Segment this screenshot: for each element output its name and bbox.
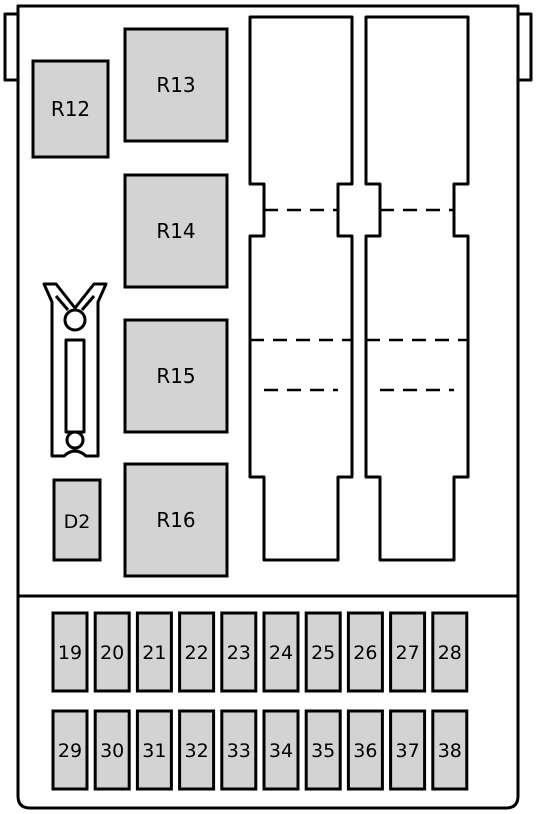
- fuse-label: 21: [142, 642, 166, 664]
- relay-body: [123, 462, 229, 578]
- fuse-label: 29: [58, 740, 82, 762]
- fuse-38[interactable]: 38: [431, 709, 469, 791]
- fuse-33[interactable]: 33: [220, 709, 258, 791]
- diode-d2-label: D2: [64, 511, 91, 533]
- fuse-21[interactable]: 21: [135, 611, 173, 693]
- fuse-label: 34: [269, 740, 293, 762]
- fuse-label: 28: [438, 642, 462, 664]
- fuse-34[interactable]: 34: [262, 709, 300, 791]
- fuse-body: [389, 611, 427, 693]
- relay-label: R14: [156, 219, 195, 243]
- fuse-body: [431, 709, 469, 791]
- fuse-body: [262, 709, 300, 791]
- fuse-body: [220, 611, 258, 693]
- fuse-label: 32: [185, 740, 209, 762]
- fuse-label: 38: [438, 740, 462, 762]
- connector-slot-right: [364, 15, 470, 562]
- relay-label: R15: [156, 364, 195, 388]
- connector-slot-left: [248, 15, 354, 562]
- fuse-label: 19: [58, 642, 82, 664]
- relay-body: [123, 27, 229, 143]
- fuse-body: [431, 611, 469, 693]
- fuse-label: 24: [269, 642, 293, 664]
- fuse-body: [93, 709, 131, 791]
- fuse-27[interactable]: 27: [389, 611, 427, 693]
- fuse-19[interactable]: 19: [51, 611, 89, 693]
- fuse-body: [51, 709, 89, 791]
- fuse-32[interactable]: 32: [178, 709, 216, 791]
- fuse-body: [346, 611, 384, 693]
- fuse-label: 20: [100, 642, 124, 664]
- fuse-body: [262, 611, 300, 693]
- fuse-label: 37: [396, 740, 420, 762]
- fuse-label: 27: [396, 642, 420, 664]
- fuse-35[interactable]: 35: [304, 709, 342, 791]
- fuse-22[interactable]: 22: [178, 611, 216, 693]
- fuse-label: 22: [185, 642, 209, 664]
- relay-body: [123, 318, 229, 434]
- fuse-29[interactable]: 29: [51, 709, 89, 791]
- relay-label: R12: [51, 97, 90, 121]
- relay-r14[interactable]: R14: [123, 173, 229, 289]
- relay-label: R16: [156, 508, 195, 532]
- relay-body: [31, 59, 110, 159]
- fuse-label: 30: [100, 740, 124, 762]
- fuse-label: 33: [227, 740, 251, 762]
- fuse-body: [389, 709, 427, 791]
- fuse-30[interactable]: 30: [93, 709, 131, 791]
- fuse-body: [93, 611, 131, 693]
- fuse-label: 36: [353, 740, 377, 762]
- diode-d2-body: [52, 478, 102, 562]
- relay-label: R13: [156, 73, 195, 97]
- diode-d2[interactable]: D2: [52, 478, 102, 562]
- fuse-label: 23: [227, 642, 251, 664]
- relay-r12[interactable]: R12: [31, 59, 110, 159]
- relay-r13[interactable]: R13: [123, 27, 229, 143]
- fuse-label: 31: [142, 740, 166, 762]
- fuse-36[interactable]: 36: [346, 709, 384, 791]
- fuse-25[interactable]: 25: [304, 611, 342, 693]
- fuse-label: 35: [311, 740, 335, 762]
- relay-body: [123, 173, 229, 289]
- fuse-label: 25: [311, 642, 335, 664]
- relay-r16[interactable]: R16: [123, 462, 229, 578]
- fuse-body: [178, 709, 216, 791]
- fuse-24[interactable]: 24: [262, 611, 300, 693]
- fuse-26[interactable]: 26: [346, 611, 384, 693]
- fuse-label: 26: [353, 642, 377, 664]
- fuse-body: [178, 611, 216, 693]
- fuse-box-housing: [16, 4, 520, 810]
- fuse-28[interactable]: 28: [431, 611, 469, 693]
- fuse-body: [304, 709, 342, 791]
- right-mounting-tab: [518, 12, 533, 82]
- fuse-body: [346, 709, 384, 791]
- fuse-body: [304, 611, 342, 693]
- fuse-31[interactable]: 31: [135, 709, 173, 791]
- fuse-body: [135, 709, 173, 791]
- fuse-layer: 19 20 21 22 23 24 25 26 27 28 29 30 31 32 33 34 35 36 37 38: [51, 611, 469, 791]
- left-mounting-tab: [3, 12, 18, 82]
- fuse-body: [135, 611, 173, 693]
- fuse-37[interactable]: 37: [389, 709, 427, 791]
- fuse-body: [220, 709, 258, 791]
- fuse-20[interactable]: 20: [93, 611, 131, 693]
- fuse-body: [51, 611, 89, 693]
- relay-r15[interactable]: R15: [123, 318, 229, 434]
- fuse-23[interactable]: 23: [220, 611, 258, 693]
- fuse-puller-icon: [42, 282, 108, 458]
